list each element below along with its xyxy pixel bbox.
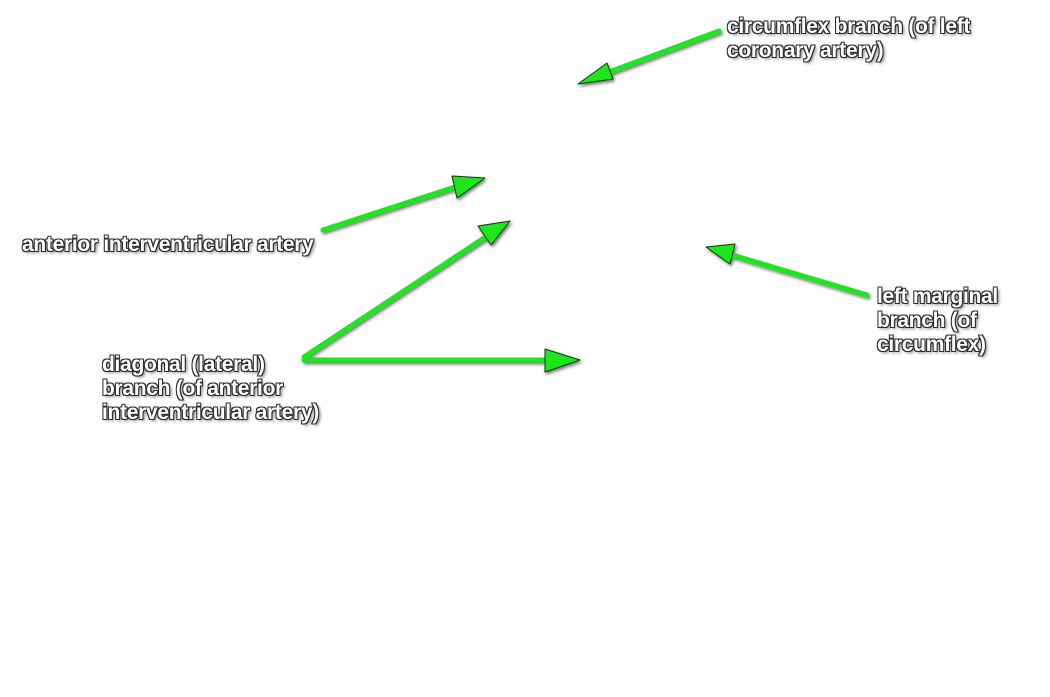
arrow-left-marginal <box>705 243 870 298</box>
label-line: diagonal (lateral) <box>101 352 266 377</box>
arrow-diagonal-upper <box>301 220 511 360</box>
label-circumflex-branch: circumflex branch (of left coronary arte… <box>726 14 971 63</box>
label-line: branch (of <box>876 308 978 333</box>
label-line: circumflex branch (of left <box>726 14 971 39</box>
label-left-marginal-branch: left marginal branch (of circumflex) <box>876 284 999 357</box>
label-line: branch (of anterior <box>101 376 284 401</box>
label-diagonal-branch: diagonal (lateral) branch (of anterior i… <box>101 352 320 425</box>
label-line: anterior interventricular artery <box>21 232 314 257</box>
label-anterior-interventricular-artery: anterior interventricular artery <box>21 232 314 257</box>
label-line: coronary artery) <box>726 38 884 63</box>
arrow-diagonal-lower <box>301 348 581 373</box>
label-line: circumflex) <box>876 332 987 357</box>
label-line: interventricular artery) <box>101 400 320 425</box>
label-line: left marginal <box>876 284 999 309</box>
arrow-circumflex <box>577 28 722 85</box>
arrow-anterior-interventricular <box>320 175 486 233</box>
